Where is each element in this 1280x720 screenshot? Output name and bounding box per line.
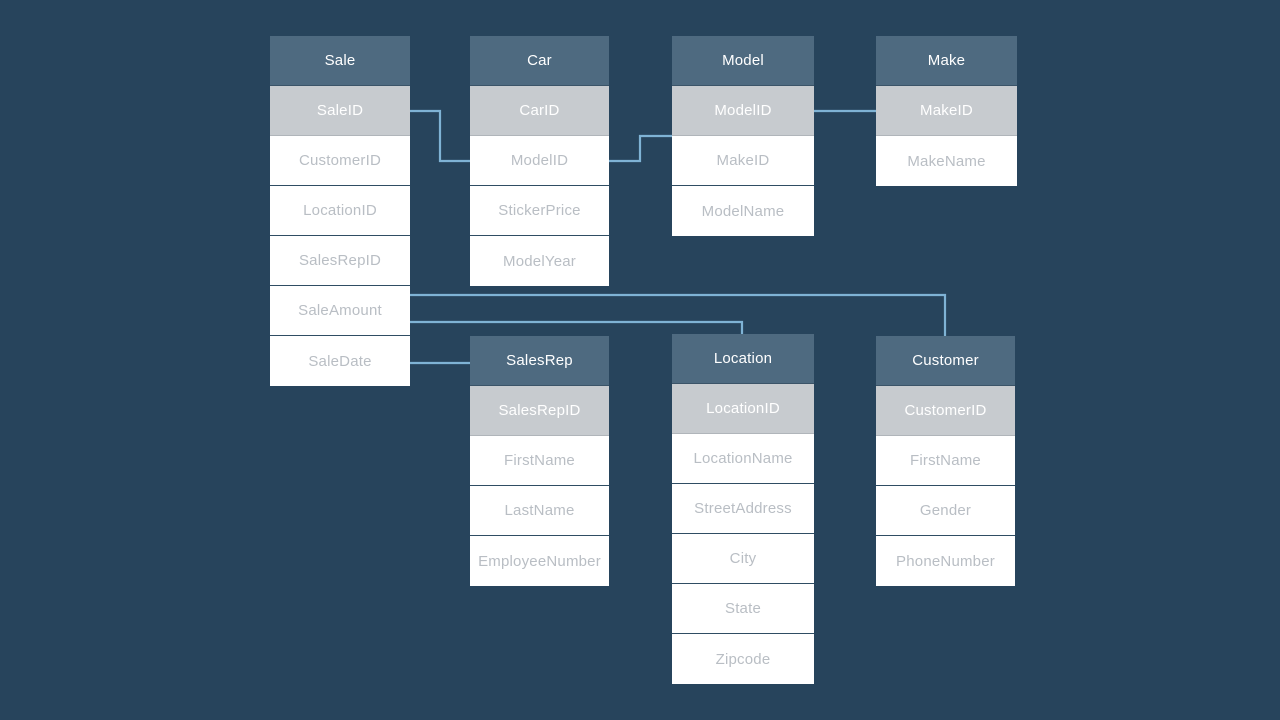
primary-key-field-customerid[interactable]: CustomerID	[876, 386, 1015, 436]
entity-title-customer: Customer	[876, 336, 1015, 386]
relationship-line-3	[408, 293, 947, 338]
field-firstname[interactable]: FirstName	[876, 436, 1015, 486]
entity-title-car: Car	[470, 36, 609, 86]
field-makename[interactable]: MakeName	[876, 136, 1017, 186]
field-customerid[interactable]: CustomerID	[270, 136, 410, 186]
primary-key-field-makeid[interactable]: MakeID	[876, 86, 1017, 136]
field-salesrepid[interactable]: SalesRepID	[270, 236, 410, 286]
field-lastname[interactable]: LastName	[470, 486, 609, 536]
field-zipcode[interactable]: Zipcode	[672, 634, 814, 684]
primary-key-field-saleid[interactable]: SaleID	[270, 86, 410, 136]
entity-title-make: Make	[876, 36, 1017, 86]
field-state[interactable]: State	[672, 584, 814, 634]
entity-title-salesrep: SalesRep	[470, 336, 609, 386]
field-city[interactable]: City	[672, 534, 814, 584]
field-gender[interactable]: Gender	[876, 486, 1015, 536]
field-saledate[interactable]: SaleDate	[270, 336, 410, 386]
primary-key-field-carid[interactable]: CarID	[470, 86, 609, 136]
field-firstname[interactable]: FirstName	[470, 436, 609, 486]
field-modelname[interactable]: ModelName	[672, 186, 814, 236]
entity-title-location: Location	[672, 334, 814, 384]
field-saleamount[interactable]: SaleAmount	[270, 286, 410, 336]
field-streetaddress[interactable]: StreetAddress	[672, 484, 814, 534]
relationship-line-1	[607, 134, 674, 163]
entity-title-model: Model	[672, 36, 814, 86]
field-stickerprice[interactable]: StickerPrice	[470, 186, 609, 236]
relationship-line-4	[408, 320, 744, 336]
field-locationid[interactable]: LocationID	[270, 186, 410, 236]
entity-title-sale: Sale	[270, 36, 410, 86]
field-employeenumber[interactable]: EmployeeNumber	[470, 536, 609, 586]
primary-key-field-locationid[interactable]: LocationID	[672, 384, 814, 434]
field-modelid[interactable]: ModelID	[470, 136, 609, 186]
primary-key-field-salesrepid[interactable]: SalesRepID	[470, 386, 609, 436]
field-modelyear[interactable]: ModelYear	[470, 236, 609, 286]
field-makeid[interactable]: MakeID	[672, 136, 814, 186]
relationship-line-0	[408, 109, 472, 163]
field-locationname[interactable]: LocationName	[672, 434, 814, 484]
field-phonenumber[interactable]: PhoneNumber	[876, 536, 1015, 586]
primary-key-field-modelid[interactable]: ModelID	[672, 86, 814, 136]
